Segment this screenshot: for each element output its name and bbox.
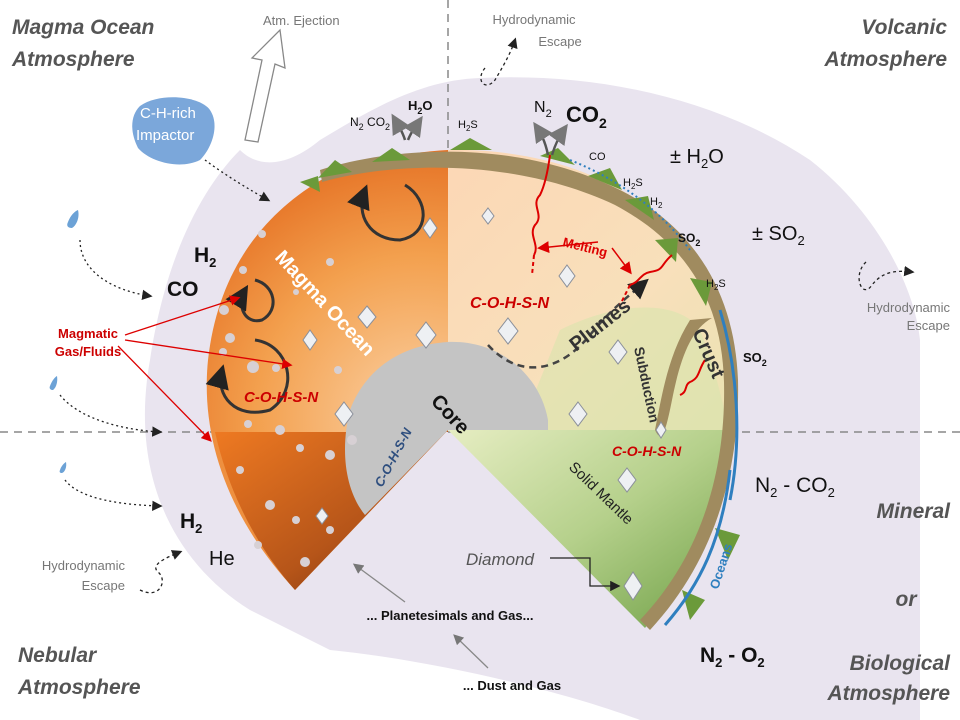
crust-vegetation — [300, 138, 740, 620]
gas-n2-co2-large: N2 - CO2 — [755, 474, 835, 500]
corner-or: or — [896, 588, 919, 611]
corner-top-left-line1: Magma Ocean — [12, 16, 154, 39]
atm-ejection-arrow — [244, 28, 286, 143]
corner-mineral: Mineral — [876, 500, 951, 523]
corner-bottom-left-line2: Atmosphere — [17, 676, 141, 699]
dust-gas-label: ... Dust and Gas — [463, 678, 561, 693]
plume-cohsn-label: C-O-H-S-N — [470, 295, 550, 312]
corner-atmosphere: Atmosphere — [826, 682, 950, 705]
gas-so2-upper: SO2 — [678, 231, 700, 248]
gas-he: He — [209, 548, 235, 570]
core — [345, 341, 548, 515]
impactor-label-line1: C-H-rich — [140, 105, 196, 122]
atm-ejection-label: Atm. Ejection — [263, 13, 340, 28]
corner-top-right-line1: Volcanic — [861, 16, 947, 39]
gas-pm-so2: ± SO2 — [752, 223, 805, 248]
gas-h2o-small: H2O — [408, 98, 433, 116]
hydro-escape-right-line1: Hydrodynamic — [867, 300, 951, 315]
gas-n2-co2-small: N2 CO2 — [350, 115, 390, 132]
solid-mantle-region — [448, 430, 730, 628]
corner-bottom-left-line1: Nebular — [18, 644, 98, 667]
melting-arrow-left — [537, 241, 599, 254]
gas-n2-o2-large: N2 - O2 — [700, 644, 765, 670]
hydro-escape-top-line1: Hydrodynamic — [492, 12, 576, 27]
gas-co2-volcanic: CO2 — [566, 102, 607, 131]
gas-h2s-right: H2S — [706, 278, 726, 292]
diamond-callout-line — [550, 557, 621, 592]
gas-h2-small: H2 — [650, 196, 663, 210]
gas-pm-h2o: ± H2O — [670, 146, 724, 171]
accretion-dotted-arrows — [59, 159, 271, 511]
outgassing-arrows — [391, 113, 568, 156]
corner-top-left-line2: Atmosphere — [11, 48, 135, 71]
droplets — [49, 210, 79, 473]
ocean-strip-upper — [718, 309, 739, 501]
gas-h2-nebular: H2 — [180, 510, 202, 536]
magma-cohsn-label: C-O-H-S-N — [244, 389, 319, 406]
magmatic-gas-label-line2: Gas/Fluids — [55, 344, 121, 359]
hydro-escape-swirls — [139, 37, 915, 594]
gas-so2-lower: SO2 — [743, 350, 767, 368]
hydro-escape-left-line1: Hydrodynamic — [42, 558, 126, 573]
gas-n2-volcanic: N2 — [534, 99, 552, 120]
mantle-cohsn-label: C-O-H-S-N — [612, 443, 682, 459]
impactor-label-line2: Impactor — [136, 127, 194, 144]
corner-biological: Biological — [850, 652, 952, 675]
planetesimals-label: ... Planetesimals and Gas... — [367, 608, 534, 623]
gas-h2s-top: H2S — [458, 119, 478, 133]
mantle-transition — [520, 307, 730, 430]
convection-arrows — [205, 183, 425, 414]
melt-conduits — [531, 154, 706, 396]
gas-h2-left: H2 — [194, 244, 216, 270]
melting-arrow-right — [611, 247, 632, 275]
magmatic-gas-arrows — [117, 295, 293, 442]
gas-co-small: CO — [589, 151, 606, 163]
subduction-slab — [655, 318, 712, 436]
gas-h2s-mid: H2S — [623, 177, 643, 191]
hydro-escape-left-line2: Escape — [82, 578, 125, 593]
ocean-strip-lower — [663, 469, 732, 626]
corner-top-right-line2: Atmosphere — [823, 48, 947, 71]
hydro-escape-top-line2: Escape — [538, 34, 581, 49]
impactor-body — [132, 97, 215, 165]
gas-co-left: CO — [167, 278, 199, 301]
magmatic-gas-label-line1: Magmatic — [58, 326, 118, 341]
hydro-escape-right-line2: Escape — [907, 318, 950, 333]
diamond-crystals — [302, 207, 667, 601]
plume-arrow — [487, 278, 649, 369]
bottom-inflow-arrows — [352, 563, 489, 669]
diamond-label: Diamond — [466, 550, 535, 569]
